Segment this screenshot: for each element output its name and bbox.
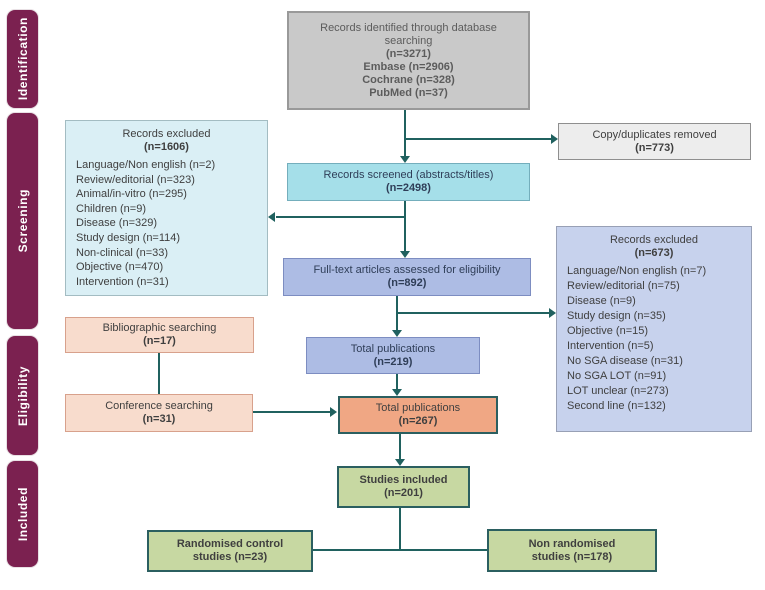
arrowhead-right-icon <box>551 134 558 144</box>
node-records-screened: Records screened (abstracts/titles) (n=2… <box>287 163 530 201</box>
connector-screened-to-fulltext <box>404 201 406 251</box>
node-title-line2: searching <box>384 34 433 47</box>
list-line: Animal/in-vitro (n=295) <box>76 188 187 201</box>
stage-label: Eligibility <box>15 365 30 426</box>
list-line: Intervention (n=31) <box>76 275 169 288</box>
list-line: No SGA disease (n=31) <box>567 355 683 367</box>
connector-bibliographic-to-conference <box>158 353 160 394</box>
node-count: (n=17) <box>143 335 176 347</box>
node-count: (n=673) <box>634 247 674 259</box>
arrowhead-left-icon <box>268 212 275 222</box>
list-line: Disease (n=329) <box>76 217 158 230</box>
node-count: (n=3271) <box>386 47 431 60</box>
node-count: (n=892) <box>387 277 427 289</box>
list-line: Embase (n=2906) <box>363 60 454 73</box>
node-studies-included: Studies included (n=201) <box>337 466 470 508</box>
arrowhead-right-icon <box>549 308 556 318</box>
node-title: Conference searching <box>105 400 213 412</box>
connector-conference-to-total267 <box>253 411 330 413</box>
node-title-line1: Randomised control <box>176 538 284 550</box>
node-records-excluded-screening: Records excluded (n=1606) Language/Non e… <box>65 120 268 296</box>
list-line: Review/editorial (n=323) <box>76 173 195 186</box>
node-count: (n=2498) <box>386 182 431 194</box>
connector-branch-horizontal <box>313 549 487 551</box>
node-title: Records screened (abstracts/titles) <box>323 169 494 181</box>
node-title: Records excluded <box>609 234 699 246</box>
node-total-publications-219: Total publications (n=219) <box>306 337 480 374</box>
node-title: Copy/duplicates removed <box>592 128 717 141</box>
connector-included-to-branch <box>399 508 401 551</box>
list-line: Review/editorial (n=75) <box>567 280 680 292</box>
node-title-line1: Non randomised <box>528 537 616 550</box>
list-line: Non-clinical (n=33) <box>76 246 169 259</box>
connector-to-excluded-screening <box>276 216 405 218</box>
node-title-line2: studies (n=23) <box>192 551 268 563</box>
stage-included: Included <box>7 461 38 567</box>
arrowhead-right-icon <box>330 407 337 417</box>
node-title: Records excluded <box>122 128 211 140</box>
stage-screening: Screening <box>7 113 38 329</box>
list-line: Children (n=9) <box>76 202 147 215</box>
node-title: Total publications <box>375 402 461 414</box>
arrowhead-down-icon <box>395 459 405 466</box>
list-line: Language/Non english (n=2) <box>76 159 216 171</box>
stage-label: Screening <box>15 189 30 253</box>
list-line: PubMed (n=37) <box>369 86 448 99</box>
list-line: Second line (n=132) <box>567 400 666 412</box>
node-count: (n=31) <box>142 413 176 425</box>
node-fulltext-assessed: Full-text articles assessed for eligibil… <box>283 258 531 296</box>
node-count: (n=201) <box>384 487 423 499</box>
node-count: (n=219) <box>373 355 413 368</box>
exclusion-list: Language/Non english (n=2) Review/editori… <box>70 158 263 289</box>
list-line: Intervention (n=5) <box>567 340 654 352</box>
list-line: LOT unclear (n=273) <box>567 385 669 397</box>
node-count: (n=267) <box>398 415 438 427</box>
node-title: Total publications <box>350 342 436 355</box>
stage-identification: Identification <box>7 10 38 108</box>
node-count: (n=1606) <box>144 141 189 153</box>
list-line: Study design (n=35) <box>567 310 666 322</box>
node-randomised-control: Randomised control studies (n=23) <box>147 530 313 572</box>
list-line: Language/Non english (n=7) <box>567 265 707 277</box>
list-line: Disease (n=9) <box>567 295 636 307</box>
node-title-line2: studies (n=178) <box>531 550 613 563</box>
node-duplicates-removed: Copy/duplicates removed (n=773) <box>558 123 751 160</box>
node-non-randomised: Non randomised studies (n=178) <box>487 529 657 572</box>
source-list: Embase (n=2906)Cochrane (n=328)PubMed (n… <box>362 61 455 100</box>
list-line: Study design (n=114) <box>76 231 181 244</box>
arrowhead-down-icon <box>392 330 402 337</box>
list-line: No SGA LOT (n=91) <box>567 370 667 382</box>
connector-to-duplicates <box>405 138 551 140</box>
stage-label: Identification <box>15 17 30 101</box>
stage-label: Included <box>15 486 30 542</box>
arrowhead-down-icon <box>400 156 410 163</box>
node-title: Studies included <box>359 474 448 486</box>
node-title-line1: Records identified through database <box>320 21 497 34</box>
connector-total267-to-included <box>399 434 401 459</box>
arrowhead-down-icon <box>392 389 402 396</box>
exclusion-list: Language/Non english (n=7) Review/editori… <box>561 264 747 414</box>
connector-identified-to-screened <box>404 110 406 156</box>
node-records-identified: Records identified through database sear… <box>287 11 530 110</box>
arrowhead-down-icon <box>400 251 410 258</box>
node-conference-searching: Conference searching (n=31) <box>65 394 253 432</box>
stage-eligibility: Eligibility <box>7 336 38 455</box>
node-title: Bibliographic searching <box>102 322 217 334</box>
node-bibliographic-searching: Bibliographic searching (n=17) <box>65 317 254 353</box>
list-line: Objective (n=15) <box>567 325 649 337</box>
connector-to-excluded-eligibility <box>397 312 549 314</box>
node-title: Full-text articles assessed for eligibil… <box>313 264 501 276</box>
connector-total219-to-total267 <box>396 374 398 389</box>
list-line: Objective (n=470) <box>76 261 164 274</box>
node-count: (n=773) <box>635 141 674 154</box>
node-total-publications-267: Total publications (n=267) <box>338 396 498 434</box>
node-records-excluded-eligibility: Records excluded (n=673) Language/Non en… <box>556 226 752 432</box>
list-line: Cochrane (n=328) <box>362 73 455 86</box>
